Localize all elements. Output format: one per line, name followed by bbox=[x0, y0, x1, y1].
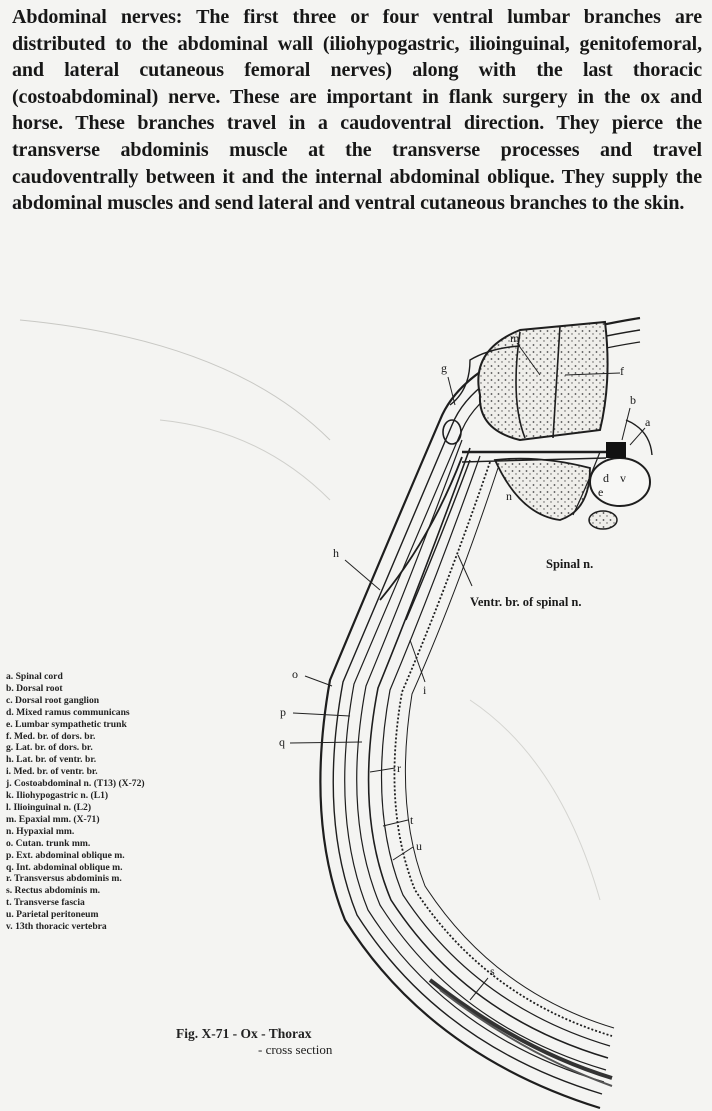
label-s: s bbox=[490, 964, 495, 978]
label-a: a bbox=[645, 415, 651, 429]
legend-item: a. Spinal cord bbox=[6, 671, 226, 683]
legend-item: d. Mixed ramus communicans bbox=[6, 707, 226, 719]
label-t: t bbox=[410, 813, 414, 827]
legend-item: r. Transversus abdominis m. bbox=[6, 873, 226, 885]
legend-item: p. Ext. abdominal oblique m. bbox=[6, 850, 226, 862]
figure-caption: Fig. X-71 - Ox - Thorax - cross section bbox=[176, 1026, 376, 1058]
ventral-branch-label: Ventr. br. of spinal n. bbox=[470, 595, 582, 609]
epaxial-muscle bbox=[478, 322, 607, 440]
legend-item: f. Med. br. of dors. br. bbox=[6, 731, 226, 743]
leader-lines bbox=[290, 343, 645, 1000]
legend-item: m. Epaxial mm. (X-71) bbox=[6, 814, 226, 826]
label-r: r bbox=[397, 761, 401, 775]
figure-legend: a. Spinal cord b. Dorsal root c. Dorsal … bbox=[6, 671, 226, 933]
legend-item: g. Lat. br. of dors. br. bbox=[6, 742, 226, 754]
label-b: b bbox=[630, 393, 636, 407]
legend-item: b. Dorsal root bbox=[6, 683, 226, 695]
legend-item: h. Lat. br. of ventr. br. bbox=[6, 754, 226, 766]
dorsal-root-ganglion bbox=[606, 442, 626, 458]
label-d: d bbox=[603, 471, 609, 485]
label-q: q bbox=[279, 735, 285, 749]
legend-item: o. Cutan. trunk mm. bbox=[6, 838, 226, 850]
legend-item: n. Hypaxial mm. bbox=[6, 826, 226, 838]
paragraph-text: The first three or four ventral lumbar b… bbox=[12, 6, 702, 214]
label-f: f bbox=[620, 364, 624, 378]
label-o: o bbox=[292, 667, 298, 681]
spinal-nerve-label: Spinal n. bbox=[546, 557, 593, 571]
paragraph-lead: Abdominal nerves: bbox=[12, 6, 182, 28]
label-e: e bbox=[598, 485, 603, 499]
label-h: h bbox=[333, 546, 339, 560]
legend-item: t. Transverse fascia bbox=[6, 897, 226, 909]
label-v: v bbox=[620, 471, 626, 485]
legend-item: k. Iliohypogastric n. (L1) bbox=[6, 790, 226, 802]
legend-item: c. Dorsal root ganglion bbox=[6, 695, 226, 707]
caption-title: Fig. X-71 - Ox - Thorax bbox=[176, 1026, 312, 1041]
caption-subtitle: - cross section bbox=[176, 1042, 376, 1058]
legend-item: l. Ilioinguinal n. (L2) bbox=[6, 802, 226, 814]
label-g: g bbox=[441, 361, 447, 375]
body-paragraph: Abdominal nerves: The first three or fou… bbox=[12, 4, 702, 217]
legend-item: j. Costoabdominal n. (T13) (X-72) bbox=[6, 778, 226, 790]
legend-item: s. Rectus abdominis m. bbox=[6, 885, 226, 897]
label-m: m bbox=[510, 331, 520, 345]
label-u: u bbox=[416, 839, 422, 853]
legend-item: u. Parietal peritoneum bbox=[6, 909, 226, 921]
legend-item: e. Lumbar sympathetic trunk bbox=[6, 719, 226, 731]
legend-item: i. Med. br. of ventr. br. bbox=[6, 766, 226, 778]
label-p: p bbox=[280, 705, 286, 719]
label-i: i bbox=[423, 683, 427, 697]
legend-item: q. Int. abdominal oblique m. bbox=[6, 862, 226, 874]
label-n: n bbox=[506, 489, 512, 503]
legend-item: v. 13th thoracic vertebra bbox=[6, 921, 226, 933]
